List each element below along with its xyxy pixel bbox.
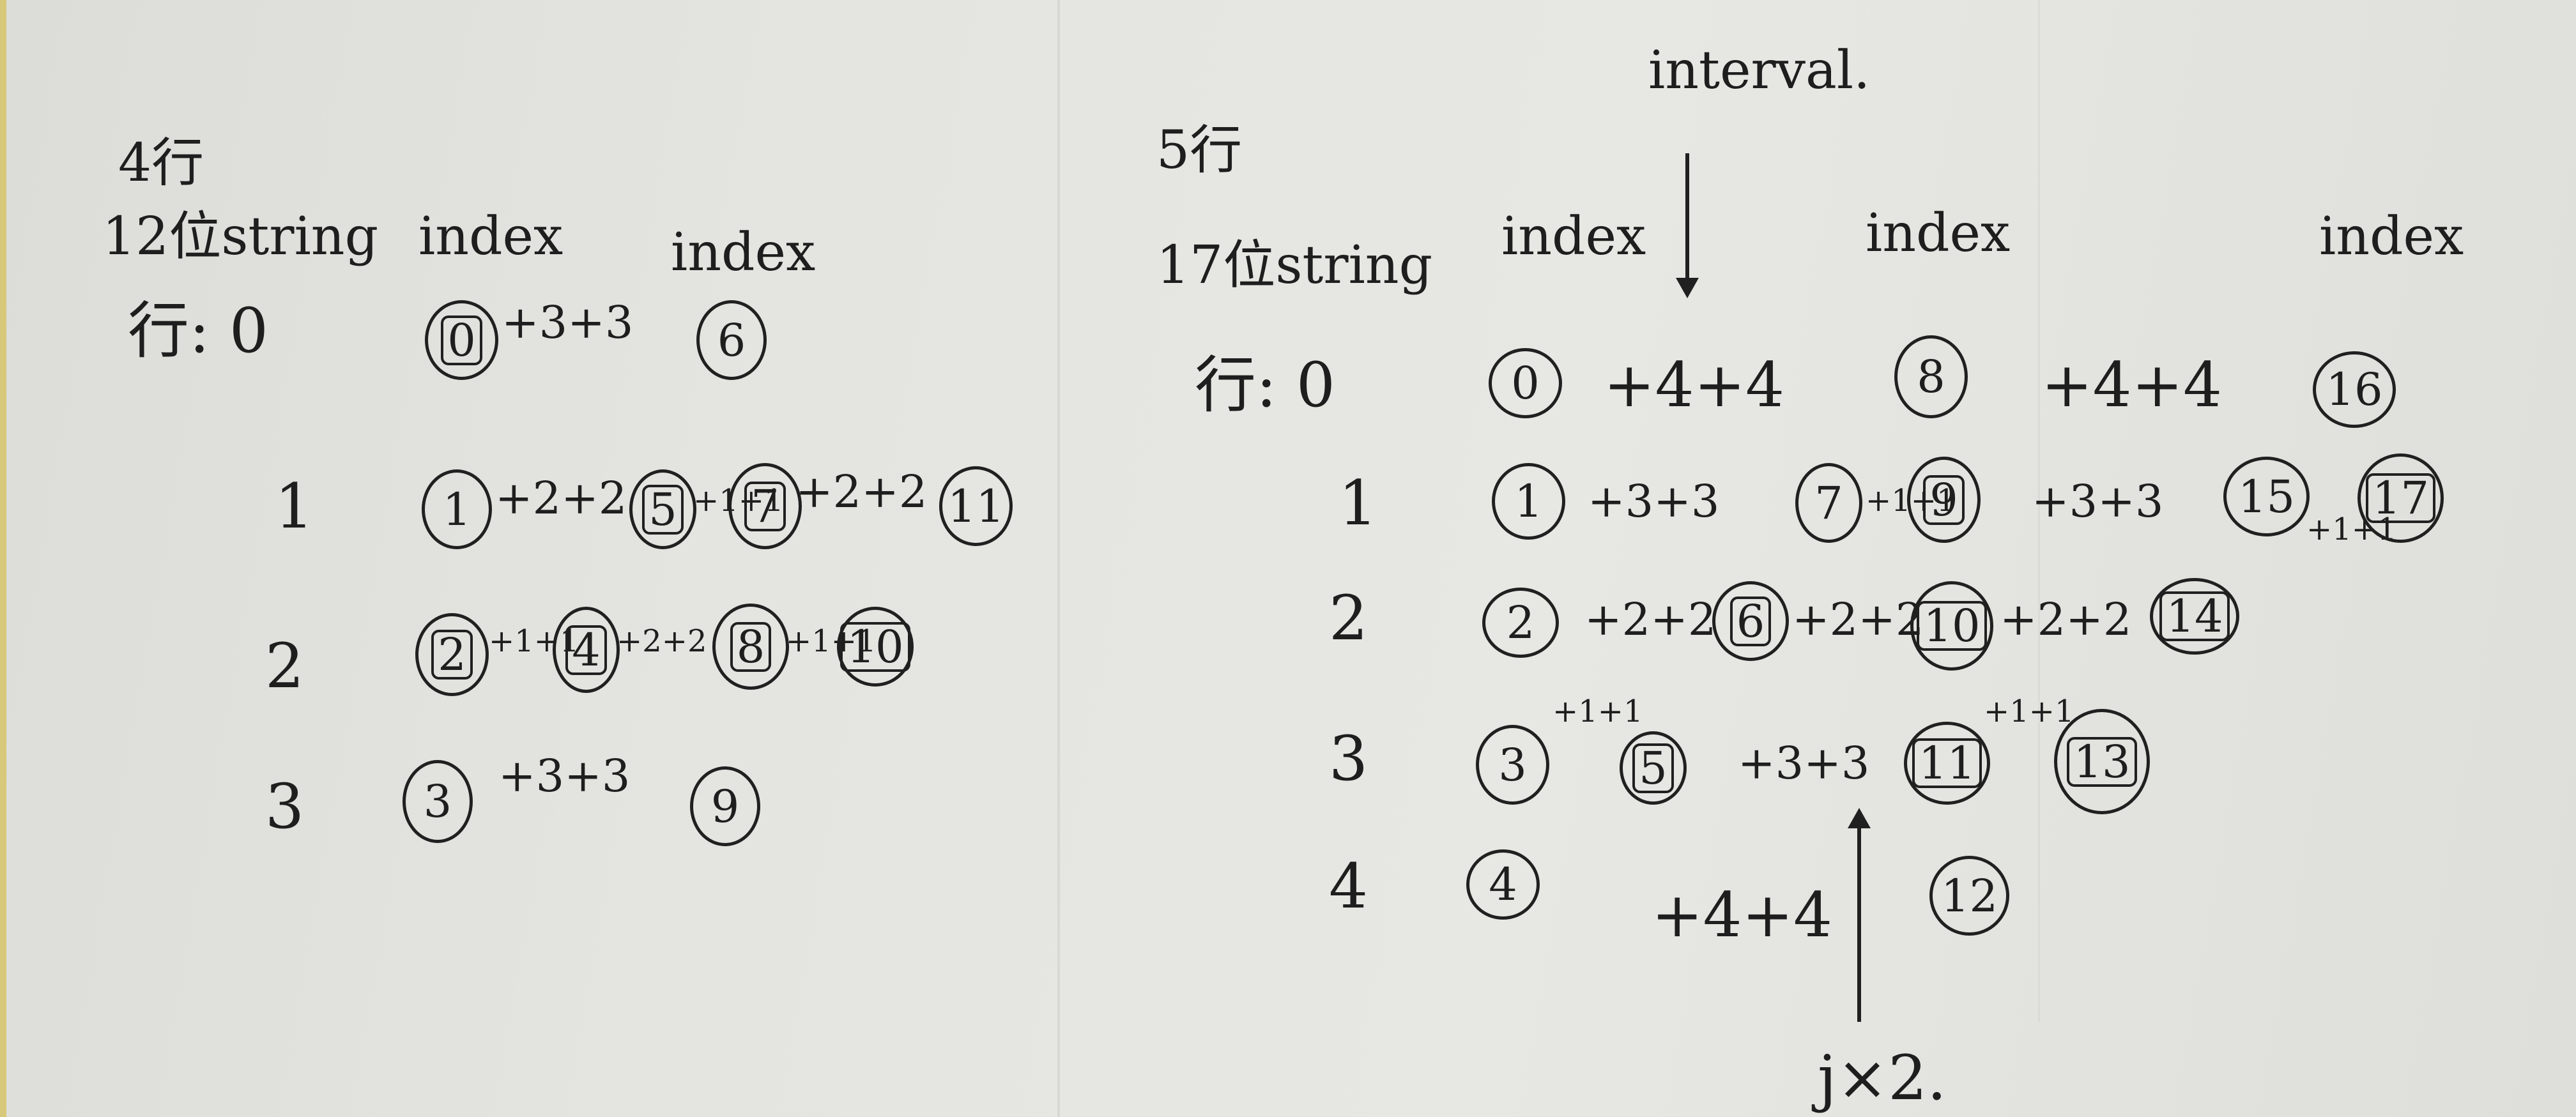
interval-label: +4+4 xyxy=(2041,349,2223,421)
row-label: 3 xyxy=(265,771,305,842)
interval-label: +2+2 xyxy=(1792,593,1924,646)
index-node: 2 xyxy=(415,613,489,696)
index-node: 8 xyxy=(1894,335,1968,418)
interval-label: +1+1 xyxy=(1984,694,2074,729)
index-node: 10 xyxy=(1910,581,1993,671)
interval-label: interval. xyxy=(1648,40,1871,101)
index-node: 0 xyxy=(1489,348,1562,418)
interval-label: +2+2 xyxy=(495,472,627,524)
jx2-arrow xyxy=(1857,824,1861,1022)
index-node: 6 xyxy=(696,300,767,380)
row-label: 4 xyxy=(1329,851,1368,922)
index-label: index xyxy=(671,222,816,283)
interval-label: +1+1 xyxy=(1552,694,1643,729)
index-node: 1 xyxy=(422,469,492,549)
arrow-head xyxy=(1676,278,1699,298)
index-node: 3 xyxy=(402,760,473,843)
row-label: 2 xyxy=(1329,582,1368,654)
index-node: 5 xyxy=(1620,731,1687,805)
interval-label: +2+2 xyxy=(795,466,928,518)
interval-label: +3+3 xyxy=(498,750,631,802)
index-node: 9 xyxy=(1907,457,1981,543)
interval-label: +2+2 xyxy=(1584,593,1717,646)
interval-label: +2+2 xyxy=(617,623,707,659)
index-node: 3 xyxy=(1476,725,1549,805)
index-node: 1 xyxy=(1492,463,1565,540)
row-label: 行: 0 xyxy=(1195,349,1335,421)
paper-fold xyxy=(1057,0,1060,1117)
row-label: 3 xyxy=(1329,723,1368,794)
index-node: 15 xyxy=(2223,457,2310,536)
index-node: 5 xyxy=(629,469,696,549)
index-node: 9 xyxy=(690,766,760,846)
interval-label: +4+4 xyxy=(1652,879,1833,951)
index-node: 8 xyxy=(712,604,789,690)
row-label: 1 xyxy=(1338,467,1378,539)
index-node: 10 xyxy=(837,607,914,687)
rows-count-label: 5行 xyxy=(1156,120,1243,181)
index-label: index xyxy=(1866,203,2011,264)
interval-label: +4+4 xyxy=(1604,349,1785,421)
index-node: 11 xyxy=(939,466,1013,546)
index-node: 0 xyxy=(425,300,498,380)
interval-label: +3+3 xyxy=(1738,737,1870,789)
arrow-head xyxy=(1848,808,1871,828)
interval-label: +3+3 xyxy=(2032,475,2164,528)
string-length-label: 17位string xyxy=(1156,235,1433,296)
index-node: 12 xyxy=(1929,856,2009,936)
index-node: 4 xyxy=(553,607,620,693)
string-length-label: 12位string xyxy=(102,206,379,267)
index-node: 14 xyxy=(2150,578,2239,655)
interval-label: +2+2 xyxy=(2000,593,2132,646)
index-node: 7 xyxy=(1795,463,1862,543)
interval-label: +3+3 xyxy=(1588,475,1720,528)
index-label: index xyxy=(1501,206,1646,267)
index-node: 6 xyxy=(1712,581,1789,661)
row-label: 2 xyxy=(265,630,305,702)
interval-label: +3+3 xyxy=(502,296,634,349)
row-label: 行: 0 xyxy=(128,295,268,367)
row-label: 1 xyxy=(275,471,314,542)
interval-arrow xyxy=(1685,153,1689,281)
rows-count-label: 4行 xyxy=(118,133,204,194)
index-node: 11 xyxy=(1904,722,1990,805)
paper-fold xyxy=(2038,0,2040,1022)
index-node: 16 xyxy=(2313,351,2396,428)
index-node: 13 xyxy=(2054,709,2150,814)
paper-edge xyxy=(0,0,6,1117)
index-node: 7 xyxy=(728,463,802,549)
index-node: 4 xyxy=(1466,849,1540,920)
jx2-label: j×2. xyxy=(1818,1042,1947,1114)
index-label: index xyxy=(418,206,564,267)
index-node: 2 xyxy=(1482,588,1559,658)
index-node: 17 xyxy=(2358,453,2444,543)
index-label: index xyxy=(2319,206,2464,267)
